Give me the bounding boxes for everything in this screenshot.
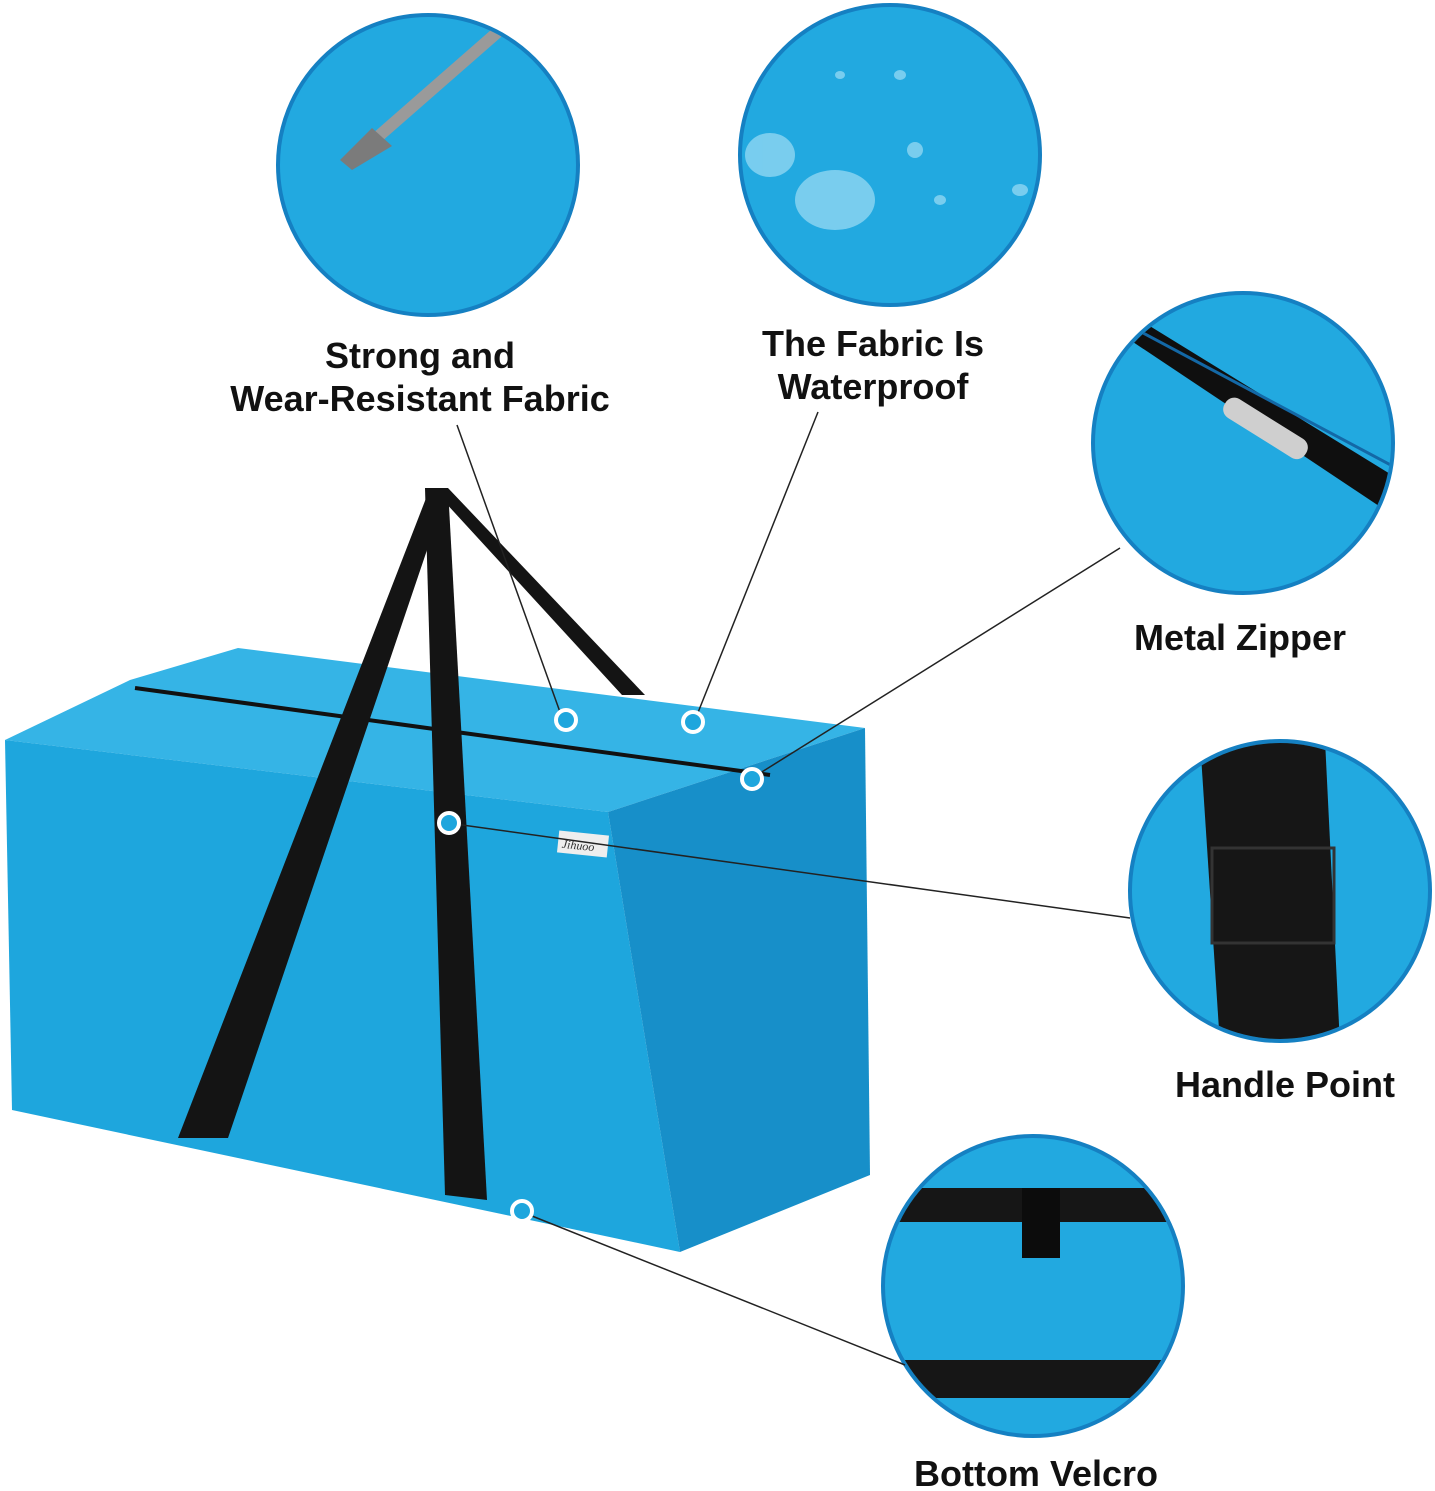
feature-label-velcro: Bottom Velcro xyxy=(914,1452,1158,1491)
detail-circle-velcro xyxy=(881,1134,1185,1438)
marker-velcro[interactable] xyxy=(510,1199,534,1223)
hotspot-markers xyxy=(437,708,764,1223)
zipper-icon xyxy=(1099,308,1391,520)
feature-label-zipper: Metal Zipper xyxy=(1134,616,1346,659)
label-line: Wear-Resistant Fabric xyxy=(230,378,610,419)
marker-zipper[interactable] xyxy=(740,767,764,791)
leader-lines xyxy=(454,411,1131,1366)
label-line: Handle Point xyxy=(1174,1064,1396,1105)
water-droplets-icon xyxy=(745,70,1028,230)
feature-label-fabric: Strong and Wear-Resistant Fabric xyxy=(230,334,609,420)
marker-handle[interactable] xyxy=(437,811,461,835)
label-line: Metal Zipper xyxy=(1133,617,1347,658)
brand-tag: Jihuoo xyxy=(556,830,610,858)
bag-front xyxy=(5,740,680,1252)
strap-icon xyxy=(1200,743,1340,1039)
label-line: The Fabric Is xyxy=(761,323,985,364)
screwdriver-icon xyxy=(340,24,506,170)
detail-circle-fabric xyxy=(276,13,580,317)
feature-label-handle: Handle Point xyxy=(1175,1063,1395,1106)
svg-text:Jihuoo: Jihuoo xyxy=(561,837,595,854)
storage-bag: Jihuoo xyxy=(5,488,870,1252)
feature-label-waterproof: The Fabric Is Waterproof xyxy=(762,322,984,408)
bag-straps xyxy=(178,488,645,1200)
detail-circle-waterproof xyxy=(738,3,1042,307)
bag-side xyxy=(608,728,870,1252)
label-line: Strong and xyxy=(325,335,515,376)
label-line: Waterproof xyxy=(777,366,969,407)
detail-circle-handle xyxy=(1128,739,1432,1043)
velcro-icon xyxy=(885,1188,1181,1398)
marker-waterproof[interactable] xyxy=(681,710,705,734)
label-line: Bottom Velcro xyxy=(913,1453,1159,1491)
detail-circle-zipper xyxy=(1091,291,1395,595)
marker-fabric[interactable] xyxy=(554,708,578,732)
